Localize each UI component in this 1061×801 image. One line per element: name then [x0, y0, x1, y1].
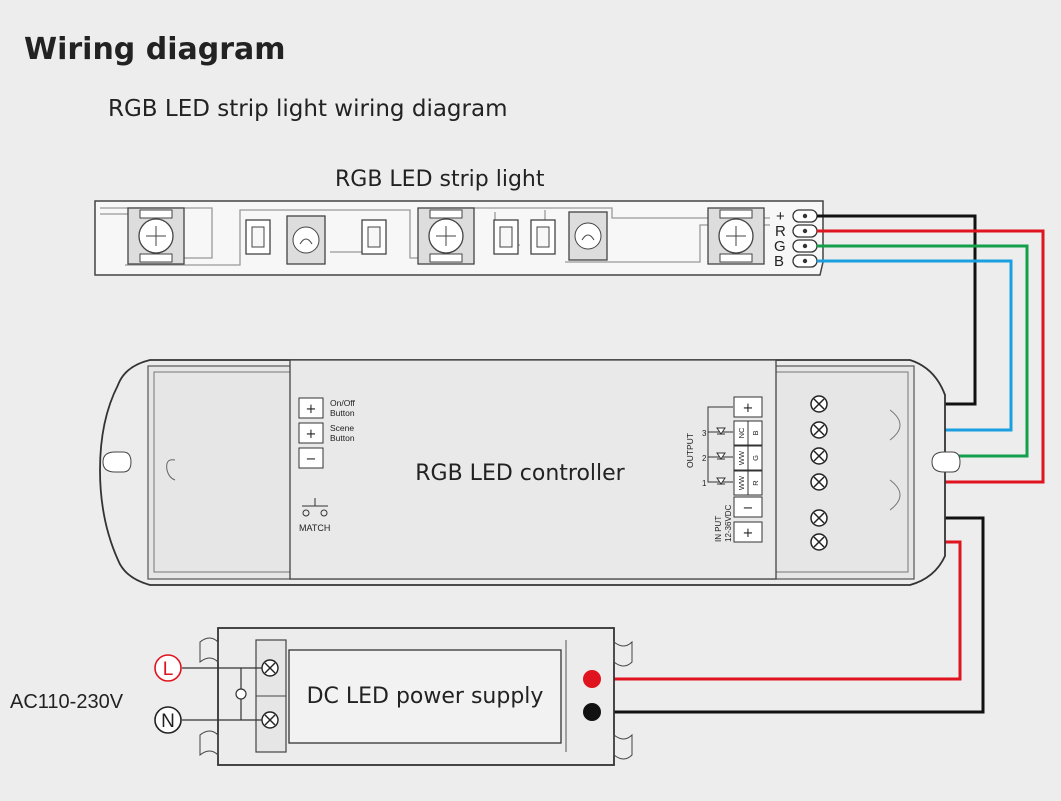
onoff-label-2: Button [330, 408, 355, 418]
led-diode-icon [716, 427, 726, 485]
output-1-a: WW [737, 475, 746, 490]
rgb-led-chip [127, 207, 185, 265]
screw-terminal-icon [810, 421, 828, 439]
minus-button[interactable] [298, 447, 324, 469]
power-supply-label: DC LED power supply [307, 684, 544, 709]
match-switch-icon [302, 498, 328, 517]
input-minus-sign: − [743, 501, 754, 516]
dc-negative-terminal [583, 703, 601, 721]
rgb-led-chip [417, 207, 475, 265]
output-3-b: B [751, 430, 760, 435]
screw-terminal-icon [261, 659, 279, 677]
output-1-b: R [751, 480, 760, 486]
screw-terminal-icon [810, 395, 828, 413]
scene-button[interactable] [298, 422, 324, 444]
live-label: L [163, 659, 174, 680]
rgb-led-controller: + On/Off Button + Scene Button − MATCH R… [99, 359, 961, 586]
scene-label-1: Scene [330, 423, 354, 433]
output-plus-terminal [733, 396, 763, 418]
screw-terminal-icon [810, 447, 828, 465]
strip-label: RGB LED strip light [335, 167, 545, 192]
input-plus-terminal [733, 521, 763, 543]
page-title: Wiring diagram [24, 32, 286, 67]
dc-power-supply: DC LED power supply [199, 627, 633, 766]
led-strip: + R G B [94, 200, 824, 276]
output-2-a: WW [737, 450, 746, 465]
onoff-label-1: On/Off [330, 398, 356, 408]
screw-terminal-icon [810, 533, 828, 551]
ic-chip [568, 211, 608, 261]
ac-input-label: AC110-230V [10, 691, 124, 713]
screw-terminal-icon [810, 509, 828, 527]
output-label: OUTPUT [685, 433, 695, 468]
strip-terminal-red: R [775, 223, 786, 240]
output-number-1: 1 [702, 479, 707, 488]
minus-button-sign: − [306, 452, 317, 467]
output-3-a: NC [737, 427, 746, 438]
controller-label: RGB LED controller [415, 461, 625, 486]
ic-chip [286, 215, 326, 265]
onoff-button[interactable] [298, 397, 324, 419]
output-number-2: 2 [702, 454, 707, 463]
output-2-b: G [751, 455, 760, 461]
strip-terminal-blue: B [774, 253, 784, 270]
page-subtitle: RGB LED strip light wiring diagram [108, 96, 508, 122]
input-label-1: IN PUT [714, 516, 723, 542]
input-minus-terminal [733, 496, 763, 518]
neutral-label: N [161, 711, 175, 732]
live-indicator-icon [154, 654, 182, 682]
screw-terminal-icon [261, 711, 279, 729]
strip-terminal-green: G [774, 238, 786, 255]
rgb-led-chip [707, 207, 765, 265]
screw-terminal-icon [810, 473, 828, 491]
scene-button-plus: + [306, 427, 317, 442]
strip-terminal-positive: + [776, 208, 785, 225]
input-label-2: 12-36VDC [724, 504, 733, 542]
dc-positive-terminal [583, 670, 601, 688]
match-label: MATCH [299, 523, 330, 533]
scene-label-2: Button [330, 433, 355, 443]
output-number-3: 3 [702, 429, 707, 438]
output-plus-sign: + [743, 401, 754, 416]
input-plus-sign: + [743, 526, 754, 541]
neutral-indicator-icon [154, 706, 182, 734]
screw-terminals [810, 395, 828, 551]
onoff-button-plus: + [306, 402, 317, 417]
